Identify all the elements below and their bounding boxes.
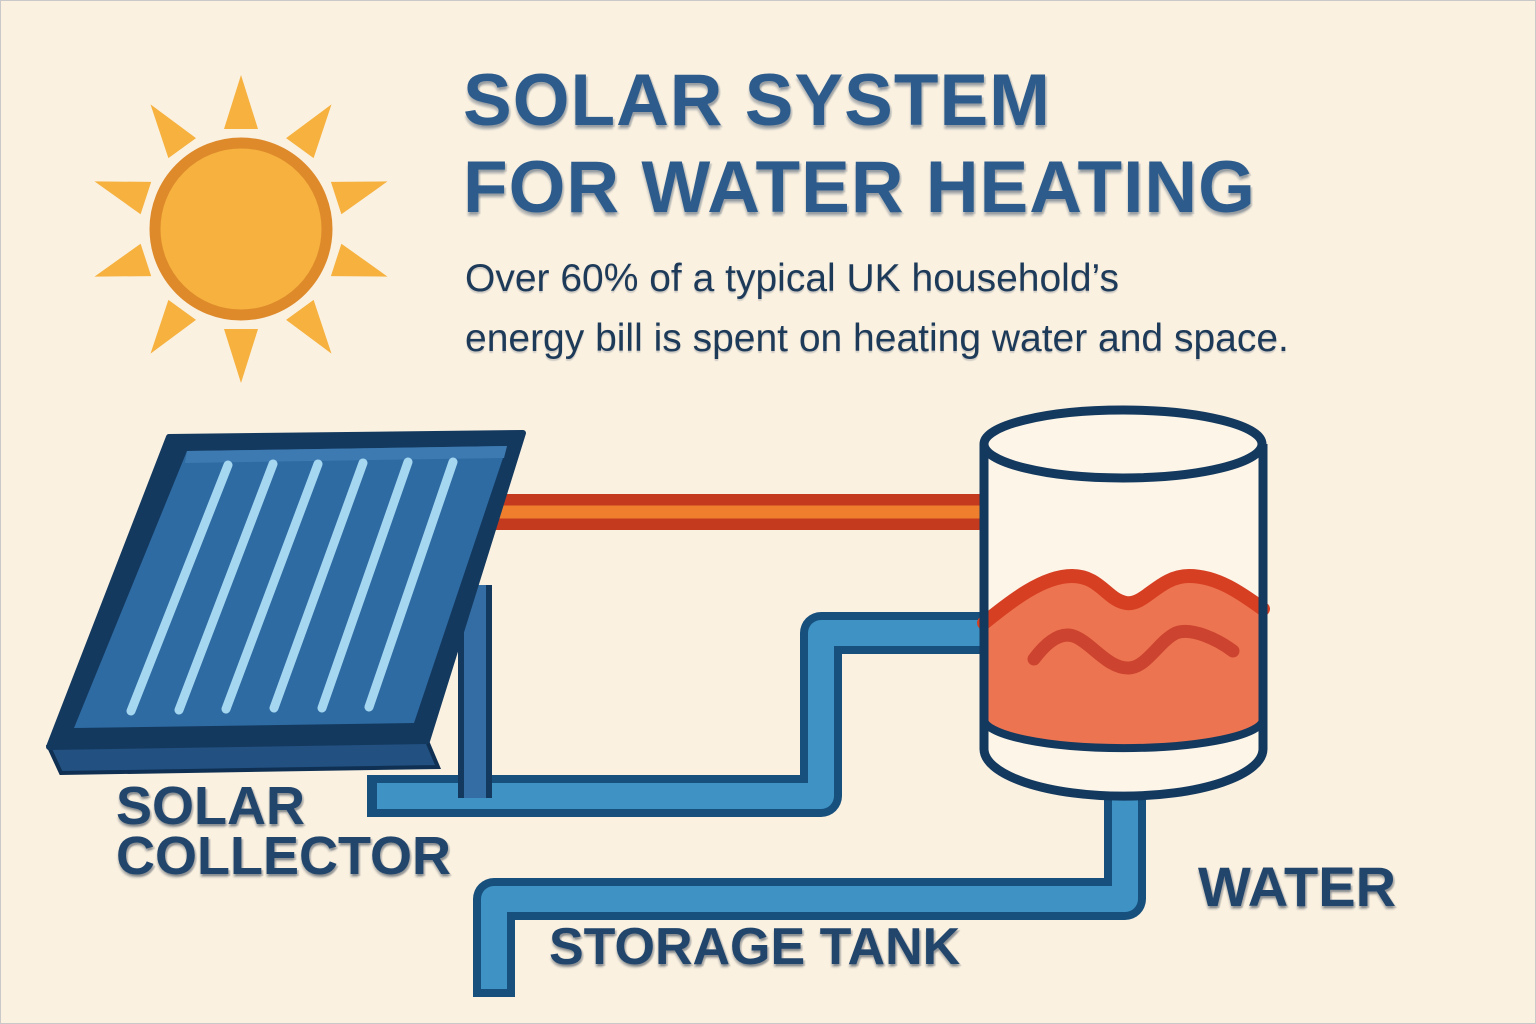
water-label: WATER [1198,855,1397,918]
tank-top-lid [979,405,1267,483]
water-surface-wave [977,568,1270,630]
cold-pipe-icon [367,612,1003,817]
page-subtitle-line1: Over 60% of a typical UK household’s [465,257,1119,300]
panel-stripes [126,457,458,716]
panel-top-highlight [185,446,507,463]
water-outlet-pipe-icon [473,792,1146,997]
storage-tank-label: STORAGE TANK [549,918,961,976]
solar-collector-label: SOLAR COLLECTOR [116,776,451,886]
tank-inner-rim [980,718,1267,753]
page-subtitle-line2: energy bill is spent on heating water an… [465,317,1289,360]
sun-body [149,137,333,321]
solar-collector-icon [45,430,526,776]
sun-rays [94,75,388,383]
panel-face [74,446,507,728]
page-title: SOLAR SYSTEM FOR WATER HEATING [463,57,1256,231]
sun-icon [94,75,388,383]
storage-tank-icon [977,405,1270,801]
page-title-line1: SOLAR SYSTEM [463,60,1051,141]
solar-collector-label-line2: COLLECTOR [116,826,451,886]
solar-collector-label-line1: SOLAR [116,776,305,836]
page-title-line2: FOR WATER HEATING [463,147,1256,228]
tank-outline [979,444,1268,801]
water-squiggle [1027,624,1240,675]
page-subtitle: Over 60% of a typical UK household’s ene… [465,249,1289,369]
